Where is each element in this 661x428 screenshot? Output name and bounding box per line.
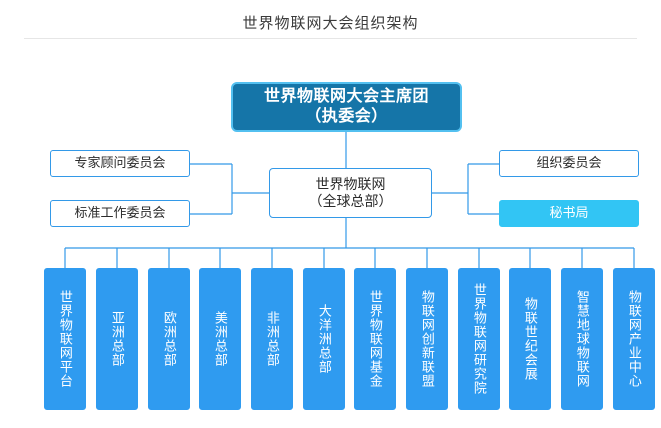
node-leaf-4[interactable]: 非洲总部 [251, 268, 293, 410]
node-leaf-7[interactable]: 物联网创新联盟 [406, 268, 448, 410]
node-organizing-committee-label: 组织委员会 [536, 155, 602, 171]
node-leaf-11[interactable]: 物联网产业中心 [613, 268, 655, 410]
node-leaf-2[interactable]: 欧洲总部 [148, 268, 190, 410]
header-divider [24, 38, 637, 39]
node-secretariat-label: 秘书局 [549, 205, 589, 221]
page-title: 世界物联网大会组织架构 [242, 15, 419, 32]
node-secretariat[interactable]: 秘书局 [499, 200, 639, 227]
node-chairman-line1: 世界物联网大会主席团 [263, 88, 429, 105]
node-leaf-8[interactable]: 世界物联网研究院 [458, 268, 500, 410]
node-expert-advisory-committee-label: 专家顾问委员会 [74, 155, 166, 171]
node-global-hq-line2: （全球总部） [308, 193, 393, 209]
node-standards-working-committee[interactable]: 标准工作委员会 [50, 200, 190, 227]
node-global-hq-line1: 世界物联网 [315, 175, 386, 192]
node-chairman[interactable]: 世界物联网大会主席团 （执委会） [231, 82, 462, 132]
node-leaf-9[interactable]: 物联世纪会展 [509, 268, 551, 410]
node-expert-advisory-committee[interactable]: 专家顾问委员会 [50, 150, 190, 177]
node-leaf-1[interactable]: 亚洲总部 [96, 268, 138, 410]
node-leaf-3[interactable]: 美洲总部 [199, 268, 241, 410]
node-leaf-0[interactable]: 世界物联网平台 [44, 268, 86, 410]
node-leaf-6[interactable]: 世界物联网基金 [354, 268, 396, 410]
node-leaf-5[interactable]: 大洋洲总部 [303, 268, 345, 410]
node-global-hq[interactable]: 世界物联网 （全球总部） [269, 168, 432, 218]
node-standards-working-committee-label: 标准工作委员会 [74, 205, 166, 221]
node-leaf-10[interactable]: 智慧地球物联网 [561, 268, 603, 410]
node-organizing-committee[interactable]: 组织委员会 [499, 150, 639, 177]
node-chairman-line2: （执委会） [305, 108, 388, 125]
